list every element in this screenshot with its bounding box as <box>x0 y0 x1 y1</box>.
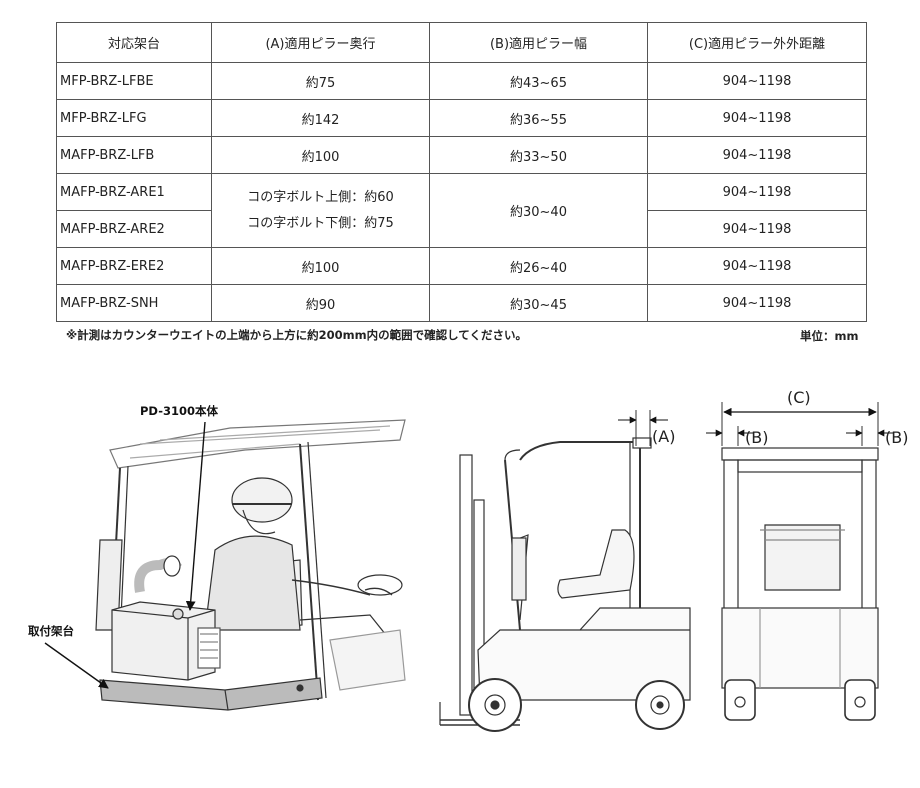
install-illustration <box>95 419 406 711</box>
unit-label: 単位：mm <box>800 329 859 343</box>
dim-b-left-label: (B) <box>745 428 768 447</box>
cell-distance: 904~1198 <box>647 284 867 322</box>
cell-model: MFP-BRZ-LFG <box>56 99 212 137</box>
mount-leader <box>44 642 109 689</box>
cell-distance: 904~1198 <box>647 62 867 100</box>
table-row: MFP-BRZ-LFBE 約75 約43~65 904~1198 <box>56 62 867 100</box>
cell-model: MAFP-BRZ-LFB <box>56 136 212 174</box>
mount-callout: 取付架台 <box>28 624 74 638</box>
cell-distance: 904~1198 <box>647 247 867 285</box>
rear-view <box>721 447 879 721</box>
cell-depth: 約142 <box>211 99 430 137</box>
header-mount: 対応架台 <box>56 22 212 63</box>
header-pillar-width: (B)適用ピラー幅 <box>429 22 648 63</box>
table-row: MAFP-BRZ-ARE2 904~1198 <box>56 210 867 248</box>
cell-width: 約30~45 <box>429 284 648 322</box>
dim-a-label: (A) <box>652 427 675 446</box>
cell-model: MAFP-BRZ-ARE1 <box>56 173 212 211</box>
spec-table: 対応架台 (A)適用ピラー奥行 (B)適用ピラー幅 (C)適用ピラー外外距離 M… <box>56 22 867 322</box>
table-row: MAFP-BRZ-ERE2 約100 約26~40 904~1198 <box>56 247 867 285</box>
measurement-note: ※計測はカウンターウエイトの上端から上方に約200mm内の範囲で確認してください… <box>66 328 527 342</box>
cell-width: 約43~65 <box>429 62 648 100</box>
cell-model: MAFP-BRZ-SNH <box>56 284 212 322</box>
cell-width: 約26~40 <box>429 247 648 285</box>
cell-depth: 約100 <box>211 247 430 285</box>
dim-b-right-label: (B) <box>885 428 908 447</box>
cell-model: MAFP-BRZ-ERE2 <box>56 247 212 285</box>
cell-width: 約36~55 <box>429 99 648 137</box>
table-row: MAFP-BRZ-ARE1 コの字ボルト上側：約60 コの字ボルト下側：約75 … <box>56 173 867 248</box>
cell-depth-merged: コの字ボルト上側：約60 コの字ボルト下側：約75 <box>211 173 430 248</box>
cell-width-merged: 約30~40 <box>429 173 648 248</box>
cell-model: MFP-BRZ-LFBE <box>56 62 212 100</box>
cell-distance: 904~1198 <box>647 210 867 248</box>
cell-distance: 904~1198 <box>647 173 867 211</box>
table-row: MAFP-BRZ-SNH 約90 約30~45 904~1198 <box>56 284 867 322</box>
header-pillar-depth: (A)適用ピラー奥行 <box>211 22 430 63</box>
unit-callout: PD-3100本体 <box>140 404 218 418</box>
depth-line-lower: コの字ボルト下側：約75 <box>247 215 394 231</box>
cell-depth: 約75 <box>211 62 430 100</box>
dim-c-label: (C) <box>787 388 811 407</box>
table-row: MAFP-BRZ-LFB 約100 約33~50 904~1198 <box>56 136 867 174</box>
forklift-illustrations: PD-3100本体 取付架台 (A) <box>28 388 908 732</box>
cell-model: MAFP-BRZ-ARE2 <box>56 210 212 248</box>
cell-depth: 約100 <box>211 136 430 174</box>
header-pillar-distance: (C)適用ピラー外外距離 <box>647 22 867 63</box>
unit-leader <box>185 421 206 611</box>
cell-width: 約33~50 <box>429 136 648 174</box>
cell-depth: 約90 <box>211 284 430 322</box>
table-header-row: 対応架台 (A)適用ピラー奥行 (B)適用ピラー幅 (C)適用ピラー外外距離 <box>56 22 867 63</box>
cell-distance: 904~1198 <box>647 136 867 174</box>
table-row: MFP-BRZ-LFG 約142 約36~55 904~1198 <box>56 99 867 137</box>
depth-line-upper: コの字ボルト上側：約60 <box>247 189 394 205</box>
side-view <box>439 437 691 732</box>
cell-distance: 904~1198 <box>647 99 867 137</box>
